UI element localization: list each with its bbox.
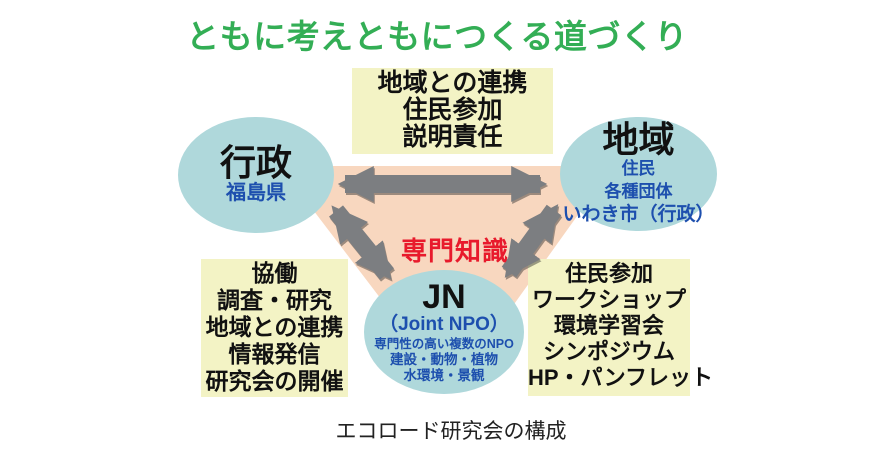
diagram-title: ともに考えともにつくる道づくり [186, 18, 688, 55]
activity-line: 協働 [251, 260, 298, 286]
activity-line: 環境学習会 [553, 313, 664, 338]
activity-line: HP・パンフレット [528, 365, 714, 390]
expert-knowledge-label: 専門知識 [400, 236, 509, 266]
activity-line: 住民参加 [564, 261, 653, 286]
activity-line: ワークショップ [531, 287, 686, 312]
node-chiiki-line: 住民 [621, 159, 656, 179]
gov-region-keywords-box: 地域との連携 住民参加 説明責任 [352, 68, 553, 154]
node-jn-line: 建設・動物・植物 [390, 351, 498, 367]
node-chiiki-title: 地域 [602, 118, 675, 160]
node-jn-line: 水環境・景観 [403, 367, 485, 383]
node-chiiki-line: 各種団体 [604, 181, 673, 201]
activity-line: シンポジウム [542, 339, 675, 364]
node-chiiki: 地域 住民 各種団体 いわき市（行政） [560, 117, 717, 231]
keyword-line: 地域との連携 [377, 69, 528, 97]
node-gyosei: 行政 福島県 [178, 117, 334, 233]
node-jn-title: JN [422, 278, 466, 317]
activity-line: 地域との連携 [205, 314, 344, 340]
region-jn-activities-box: 住民参加 ワークショップ 環境学習会 シンポジウム HP・パンフレット [528, 259, 714, 396]
activity-line: 研究会の開催 [205, 368, 344, 394]
node-gyosei-title: 行政 [219, 141, 292, 183]
diagram-caption: エコロード研究会の構成 [335, 420, 567, 443]
node-gyosei-subtitle: 福島県 [226, 182, 286, 205]
node-chiiki-line: いわき市（行政） [562, 203, 715, 225]
node-jn-line: 専門性の高い複数のNPO [374, 337, 514, 352]
gov-jn-activities-box: 協働 調査・研究 地域との連携 情報発信 研究会の開催 [201, 259, 348, 397]
activity-line: 調査・研究 [217, 287, 332, 313]
activity-line: 情報発信 [228, 341, 321, 367]
keyword-line: 住民参加 [402, 96, 503, 124]
keyword-line: 説明責任 [402, 123, 503, 151]
node-jn: JN （Joint NPO） 専門性の高い複数のNPO 建設・動物・植物 水環境… [364, 270, 524, 394]
node-jn-subtitle: （Joint NPO） [379, 314, 509, 336]
